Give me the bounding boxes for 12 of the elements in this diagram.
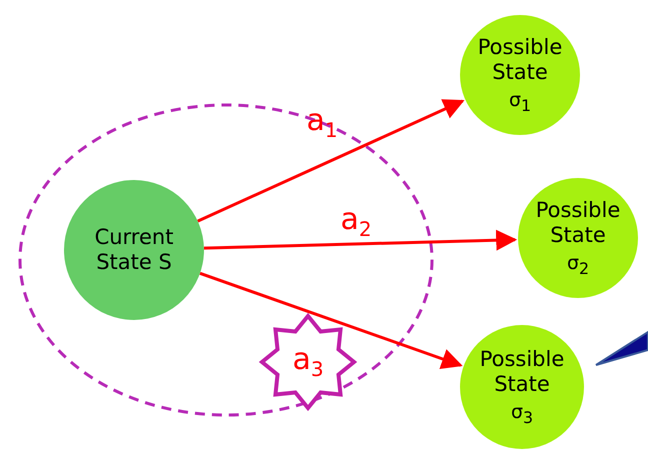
state-symbol: σ$_{2}$ (566, 252, 590, 278)
edge-label: a$_{1}$ (306, 106, 338, 140)
arrow (204, 230, 518, 251)
state-name: Possible State (476, 34, 564, 86)
arrow (197, 99, 465, 222)
state-name: Current State S (94, 224, 174, 276)
state-name: Possible State (478, 346, 566, 398)
state-name: Possible State (534, 198, 622, 248)
state-symbol: σ$_{1}$ (508, 89, 532, 116)
edge-label: a$_{3}$ (292, 345, 324, 379)
state-symbol: σ$_{3}$ (510, 401, 534, 428)
edge-label: a$_{2}$ (340, 205, 372, 239)
